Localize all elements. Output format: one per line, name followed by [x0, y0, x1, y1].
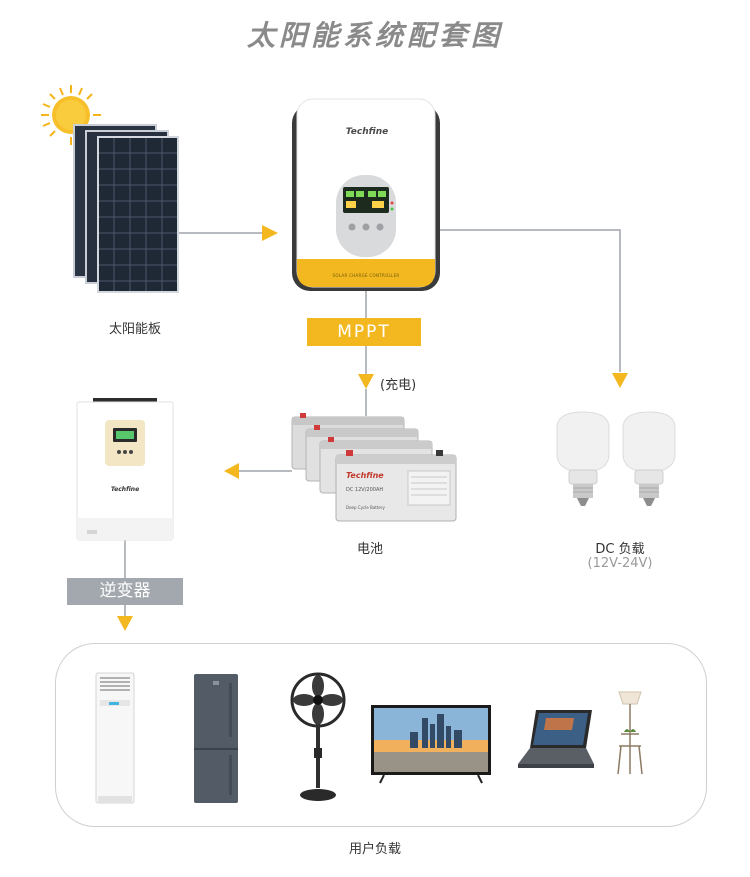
page-title: 太阳能系统配套图: [246, 19, 503, 52]
battery-bank: Techfine DC 12V/200AH Deep Cycle Battery: [290, 413, 460, 525]
charge-controller: Techfine SOLAR CHARGE CONTROLLER: [292, 98, 440, 291]
arrow-to-inverter: [224, 463, 239, 479]
dc-load-bulbs: [556, 411, 676, 506]
inverter: Techfine: [76, 398, 174, 541]
mppt-tag: MPPT: [307, 318, 421, 346]
controller-brand-logo: Techfine: [345, 127, 389, 137]
arrow-to-loads: [117, 616, 133, 631]
battery-bank-image: [291, 413, 457, 522]
laptop-icon: [518, 710, 594, 768]
arrow-to-dc-load: [612, 373, 628, 388]
dc-load-label: DC 负载: [595, 542, 645, 557]
bulb-icon: [556, 411, 610, 506]
air-conditioner-icon: [95, 672, 135, 804]
floor-lamp-icon: [617, 691, 643, 775]
battery-rating: DC 12V/200AH: [346, 487, 384, 493]
panel-front: [97, 136, 179, 293]
solar-panel-label: 太阳能板: [108, 322, 161, 337]
battery-label: 电池: [356, 542, 383, 557]
inverter-brand-logo: Techfine: [110, 486, 140, 493]
arrow-to-controller: [262, 225, 278, 241]
television-icon: [371, 705, 491, 784]
arrow-to-battery: [358, 374, 374, 389]
battery-type: Deep Cycle Battery: [346, 505, 385, 510]
bulb-icon: [622, 411, 676, 506]
lcd-screen: [343, 187, 389, 213]
charge-controller-body: [292, 98, 440, 291]
inverter-tag: 逆变器: [67, 578, 183, 605]
fan-icon: [290, 672, 346, 801]
user-load-label: 用户负载: [348, 842, 401, 857]
dc-load-voltage: (12V-24V): [587, 556, 653, 571]
battery-brand-logo: Techfine: [346, 471, 384, 480]
controller-footer-text: SOLAR CHARGE CONTROLLER: [332, 273, 400, 278]
solar-panel-image: [41, 85, 179, 293]
battery-4: [335, 450, 457, 522]
charge-label: (充电): [380, 378, 417, 393]
inverter-body: [76, 398, 174, 541]
refrigerator-icon: [194, 674, 238, 803]
